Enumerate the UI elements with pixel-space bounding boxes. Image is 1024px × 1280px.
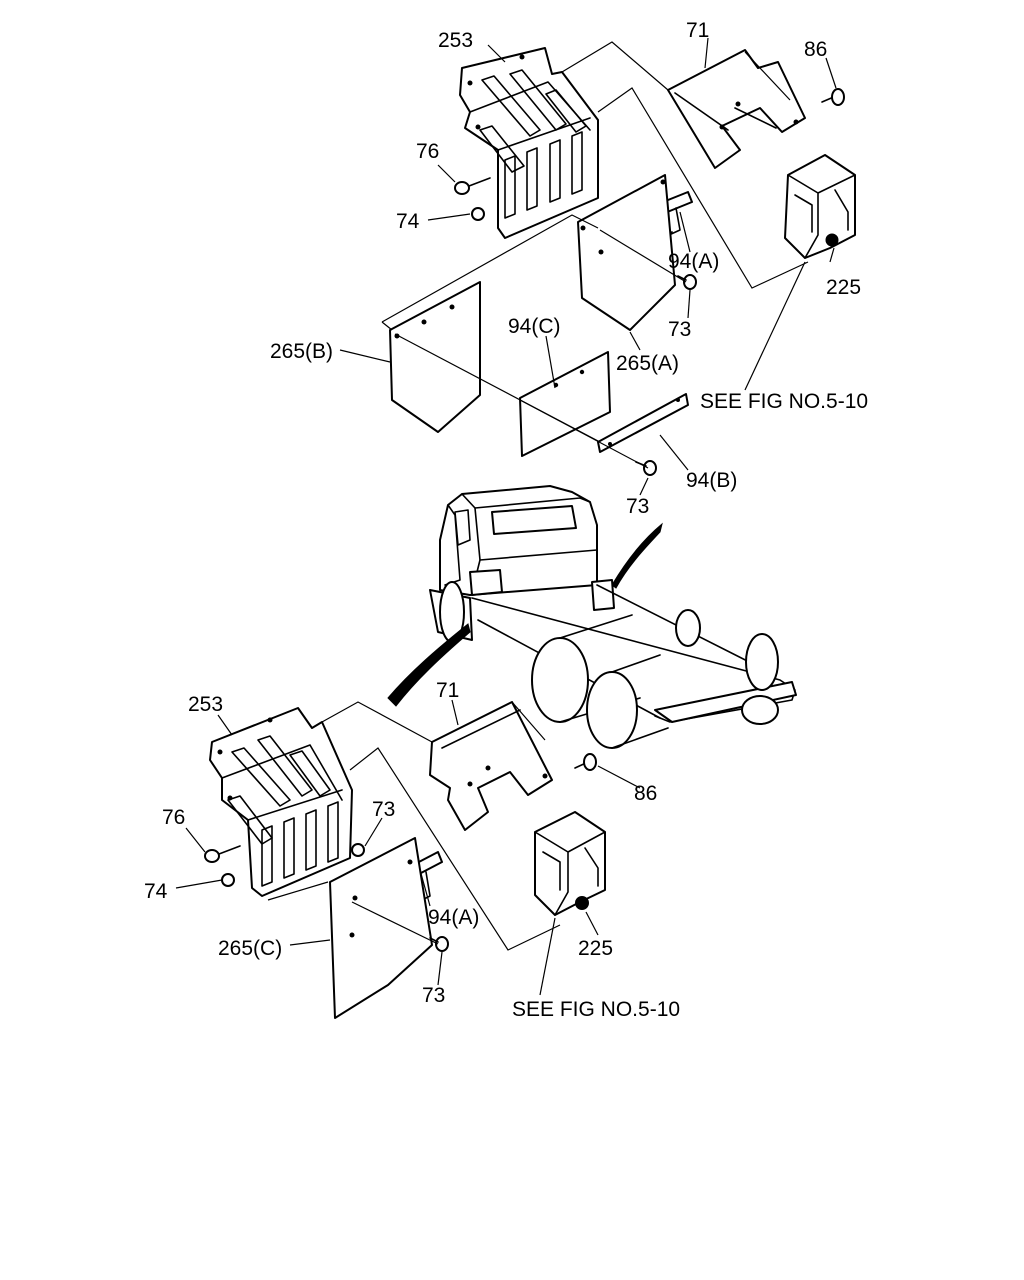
- upper-plate-94c: [519, 351, 611, 457]
- upper-label-225: 225: [826, 276, 861, 299]
- upper-label-265a: 265(A): [616, 352, 679, 375]
- lower-fasteners: [204, 843, 449, 952]
- lower-stay-225: [534, 811, 606, 916]
- upper-bracket-94b: [597, 393, 689, 453]
- lower-label-253: 253: [188, 693, 223, 716]
- upper-mud-guard-253: [459, 47, 599, 239]
- lower-label-225: 225: [578, 937, 613, 960]
- lower-mud-guard-253: [209, 707, 353, 897]
- lower-assembly: [204, 701, 606, 1019]
- lower-label-73-bottom: 73: [422, 984, 445, 1007]
- upper-connection-lines: [381, 41, 809, 469]
- upper-bolt-86: [821, 88, 845, 106]
- lower-flap-265c: [329, 837, 433, 1019]
- upper-label-265b: 265(B): [270, 340, 333, 363]
- lower-label-265c: 265(C): [218, 937, 282, 960]
- leader-lines: [175, 37, 837, 996]
- lower-bolt-86: [574, 753, 597, 771]
- upper-label-94c: 94(C): [508, 315, 561, 338]
- lower-cover-71: [429, 701, 553, 831]
- upper-label-73a: 73: [668, 318, 691, 341]
- lower-label-86: 86: [634, 782, 657, 805]
- truck-chassis-illustration: [387, 485, 797, 749]
- upper-label-76: 76: [416, 140, 439, 163]
- upper-label-73b: 73: [626, 495, 649, 518]
- upper-label-94b: 94(B): [686, 469, 737, 492]
- lower-label-71: 71: [436, 679, 459, 702]
- upper-flap-265b: [389, 281, 481, 433]
- upper-stay-225: [784, 154, 856, 259]
- upper-label-74: 74: [396, 210, 420, 233]
- upper-label-86: 86: [804, 38, 827, 61]
- upper-assembly: [381, 41, 856, 476]
- lower-connection-lines: [267, 701, 561, 951]
- upper-label-94a: 94(A): [668, 250, 719, 273]
- lower-label-76: 76: [162, 806, 185, 829]
- lower-label-see-fig: SEE FIG NO.5-10: [512, 998, 680, 1021]
- upper-label-253: 253: [438, 29, 473, 52]
- lower-label-73-top: 73: [372, 798, 395, 821]
- upper-flap-265a: [577, 174, 676, 331]
- lower-label-94a: 94(A): [428, 906, 479, 929]
- upper-label-71: 71: [686, 19, 709, 42]
- lower-label-74: 74: [144, 880, 168, 903]
- upper-fasteners: [454, 177, 697, 476]
- upper-label-see-fig: SEE FIG NO.5-10: [700, 390, 868, 413]
- upper-cover-71: [667, 49, 806, 169]
